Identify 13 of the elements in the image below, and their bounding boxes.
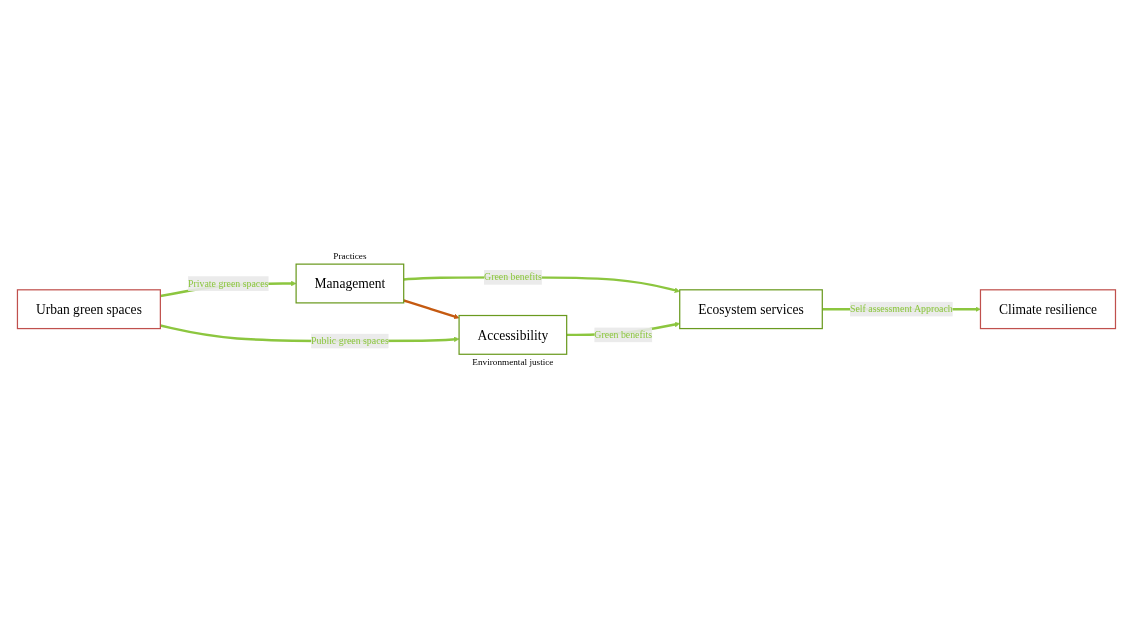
node-caption: Practices	[333, 250, 367, 261]
node-box: Management	[295, 263, 405, 304]
node-box: Ecosystem services	[679, 288, 823, 329]
edge-label: Public green spaces	[311, 335, 389, 346]
edge-label: Private green spaces	[188, 277, 269, 289]
node-box: Urban green spaces	[16, 288, 161, 329]
node-caption: Environmental justice	[472, 357, 554, 367]
edge-label: Green benefits	[594, 329, 653, 340]
arrow	[403, 298, 460, 319]
edge-label: Self assessment Approach	[850, 303, 953, 314]
edge-label: Green benefits	[484, 271, 542, 282]
node-box: Climate resilience	[979, 288, 1117, 329]
node-box: Accessibility	[458, 314, 568, 355]
